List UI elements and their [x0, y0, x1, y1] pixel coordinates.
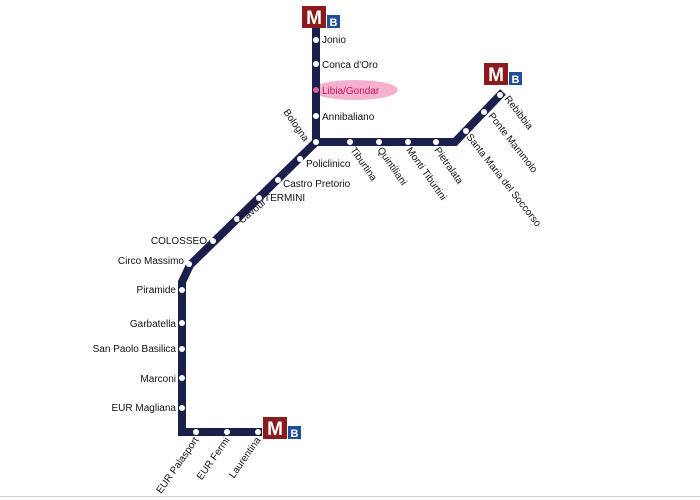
station-label-castro-pretorio: Castro Pretorio	[283, 179, 351, 190]
station-dot-jonio[interactable]	[313, 37, 319, 43]
station-label-libia-gondar: Libia/Gondar	[322, 86, 380, 97]
station-label-marconi: Marconi	[140, 374, 176, 385]
station-dot-piramide[interactable]	[179, 287, 185, 293]
station-dot-quintiliani[interactable]	[376, 139, 382, 145]
svg-text:M: M	[306, 8, 322, 29]
station-label-conca-doro: Conca d'Oro	[322, 60, 378, 71]
station-dot-annibaliano[interactable]	[313, 113, 319, 119]
station-dot-castro-pretorio[interactable]	[275, 177, 281, 183]
station-label-circo-massimo: Circo Massimo	[118, 256, 185, 267]
station-dot-tiburtina[interactable]	[347, 139, 353, 145]
station-dot-rebibbia[interactable]	[497, 92, 503, 98]
station-dot-monti-tiburtini[interactable]	[405, 139, 411, 145]
station-dot-conca-doro[interactable]	[313, 61, 319, 67]
metro-line-b1-branch	[316, 89, 506, 146]
station-dot-eur-palasport[interactable]	[193, 429, 199, 435]
station-dot-policlinico[interactable]	[297, 156, 303, 162]
station-label-policlinico: Policlinico	[306, 159, 351, 170]
station-highlight	[312, 80, 398, 100]
metro-b-logo-north: M B	[302, 6, 340, 29]
station-label-santa-maria: Santa Maria del Soccorso	[464, 132, 543, 229]
station-dot-laurentina[interactable]	[255, 429, 261, 435]
station-label-laurentina: Laurentina	[227, 435, 263, 480]
station-label-piramide: Piramide	[137, 285, 177, 296]
svg-text:M: M	[267, 419, 283, 440]
svg-text:M: M	[488, 65, 504, 86]
station-dot-garbatella[interactable]	[179, 320, 185, 326]
metro-b-logo-east: M B	[484, 63, 522, 86]
station-dots	[179, 37, 503, 435]
station-label-eur-magliana: EUR Magliana	[112, 403, 177, 414]
station-label-colosseo: COLOSSEO	[151, 236, 207, 247]
metro-line-b	[178, 28, 320, 436]
station-dot-libia-gondar[interactable]	[313, 87, 319, 93]
station-dot-eur-magliana[interactable]	[179, 405, 185, 411]
svg-text:B: B	[512, 74, 520, 86]
metro-b-logo-south: M B	[263, 417, 301, 440]
svg-text:B: B	[291, 428, 299, 440]
station-label-eur-palasport: EUR Palasport	[155, 435, 202, 496]
station-dot-marconi[interactable]	[179, 375, 185, 381]
station-dot-ponte-mammolo[interactable]	[481, 109, 487, 115]
station-dot-cavour[interactable]	[234, 216, 240, 222]
station-dot-pietralata[interactable]	[433, 139, 439, 145]
station-label-garbatella: Garbatella	[130, 319, 177, 330]
station-dot-santa-maria[interactable]	[463, 128, 469, 134]
station-dot-bologna[interactable]	[313, 139, 319, 145]
station-dot-termini[interactable]	[256, 195, 262, 201]
station-label-annibaliano: Annibaliano	[322, 112, 375, 123]
station-dot-eur-fermi[interactable]	[224, 429, 230, 435]
bottom-divider	[0, 496, 700, 497]
station-label-san-paolo: San Paolo Basilica	[93, 344, 177, 355]
station-label-termini: TERMINI	[264, 193, 305, 204]
station-label-jonio: Jonio	[322, 35, 346, 46]
svg-text:B: B	[330, 17, 338, 29]
station-label-bologna: Bologna	[281, 107, 311, 144]
station-dot-colosseo[interactable]	[210, 238, 216, 244]
station-dot-san-paolo[interactable]	[179, 346, 185, 352]
station-dot-circo-massimo[interactable]	[186, 261, 192, 267]
